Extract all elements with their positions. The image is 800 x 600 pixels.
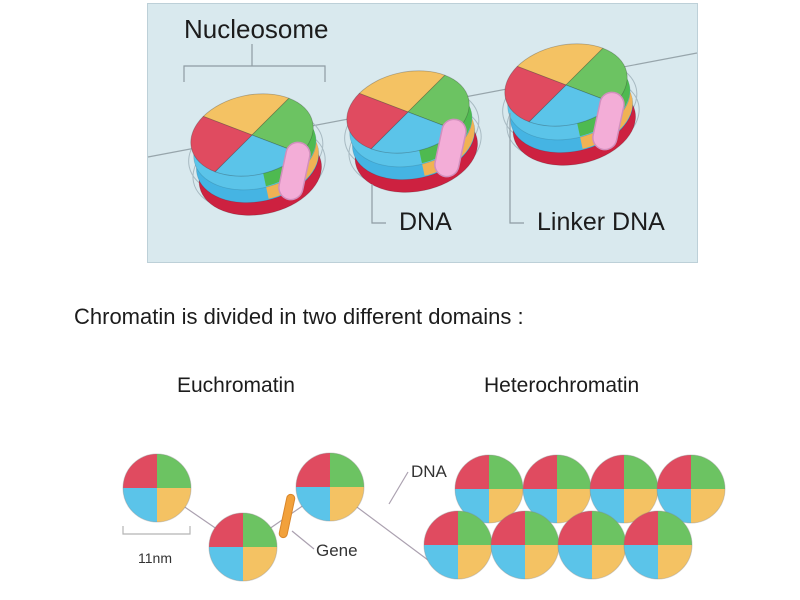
heterochromatin-label: Heterochromatin [484,374,640,397]
nucleosome-2 [333,59,491,205]
euchromatin-bead-3 [295,452,365,522]
dna-pointer-line [388,471,409,505]
caption-text: Chromatin is divided in two different do… [74,304,524,329]
nucleosome-1 [177,82,335,228]
heterochromatin-bead-r2-3 [557,510,627,580]
scale-11nm-label: 11nm [138,550,172,566]
dna-bracket [371,184,386,224]
gene-marker [278,493,296,539]
euchromatin-label: Euchromatin [177,374,295,397]
euchromatin-bead-1 [122,453,192,523]
linker-dna-callout-label: Linker DNA [537,208,665,236]
dna-callout-label: DNA [399,208,452,236]
euchromatin-bead-2 [208,512,278,582]
heterochromatin-bead-r2-1 [423,510,493,580]
nucleosome-label: Nucleosome [184,14,329,44]
heterochromatin-bead-r2-2 [490,510,560,580]
gene-label: Gene [316,541,358,560]
nucleosome-bracket [183,44,326,82]
scale-bracket [122,526,191,535]
dna-strand-label: DNA [411,462,447,481]
gene-pointer-line [291,530,315,550]
heterochromatin-bead-r2-4 [623,510,693,580]
nucleosome-3 [491,32,649,178]
linker-dna-bracket [509,113,524,224]
